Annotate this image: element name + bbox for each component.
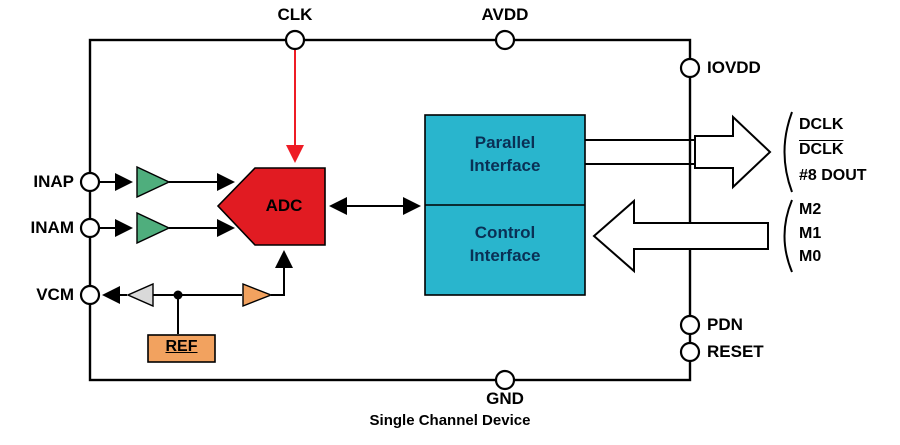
dclk-bar-label: DCLK [799,141,844,158]
input-bus-arrow [592,198,769,274]
reset-pin [679,341,701,363]
ref-buffer-to-adc-wire [271,250,293,296]
ref-block [147,334,216,363]
diagram-caption: Single Channel Device [369,412,531,429]
chip-boundary [88,38,692,382]
parallel-interface-label: Parallel Interface [469,133,541,175]
ref-label: REF [165,338,198,355]
vcm-label: VCM [36,285,74,304]
adc-block [216,167,326,246]
control-interface-label: Control Interface [469,223,541,265]
gnd-label: GND [486,389,524,408]
pdn-label: PDN [707,315,743,334]
dclk-label: DCLK [799,116,844,133]
reset-label: RESET [707,342,764,361]
iovdd-pin [679,57,701,79]
inap-pin [79,171,101,193]
m0-label: M0 [799,248,822,265]
inam-pin [79,217,101,239]
m1-label: M1 [799,225,822,242]
pdn-pin [679,314,701,336]
gnd-pin [494,369,516,391]
output-bus-arrow [694,114,772,190]
inap-label: INAP [33,172,74,191]
m2-label: M2 [799,201,822,218]
vcm-pin [79,284,101,306]
dout-label: #8 DOUT [799,167,867,184]
iovdd-label: IOVDD [707,58,761,77]
output-bus-bracket [783,111,793,193]
avdd-label: AVDD [481,5,529,24]
inam-label: INAM [30,218,74,237]
vcm-junction-dot [173,290,183,300]
inam-amplifier [136,211,171,245]
ref-buffer [242,282,273,308]
adc-label: ADC [265,196,303,215]
avdd-pin [494,29,516,51]
clk-label: CLK [277,5,313,24]
vcm-buffer [126,282,154,308]
inap-amplifier [136,165,171,199]
clk-pin [284,29,306,51]
input-bus-bracket [783,199,793,273]
